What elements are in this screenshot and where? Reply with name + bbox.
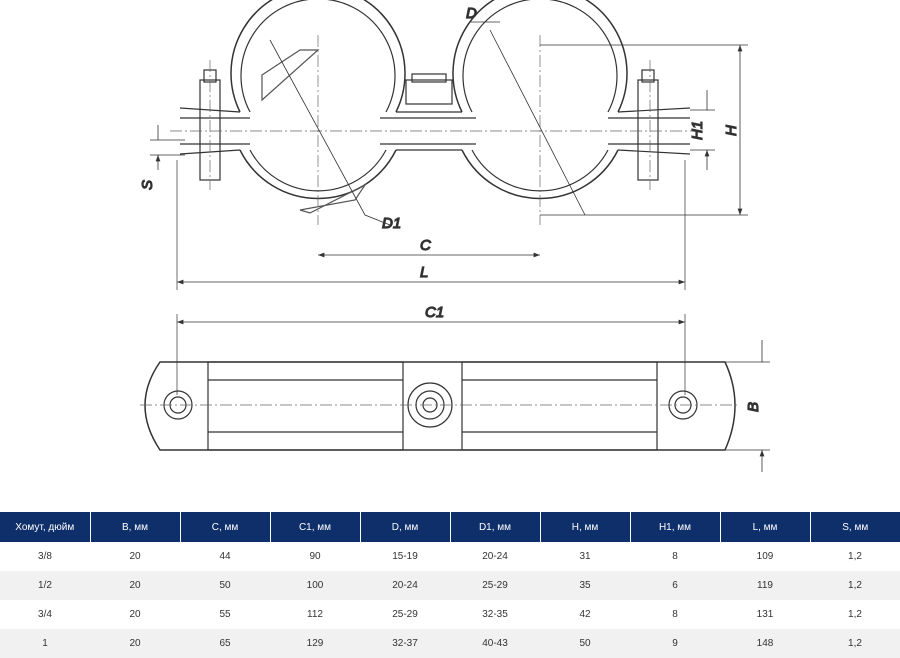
label-c: C: [420, 237, 431, 254]
pipe-clamp-drawing: D D1 C L C1 H H1 S B: [138, 0, 770, 472]
table-cell: 8: [672, 609, 678, 620]
table-cell: 90: [309, 551, 321, 562]
column-header: L, мм: [719, 512, 810, 542]
table-cell: 20: [90, 571, 180, 600]
table-cell: 1,2: [810, 629, 900, 658]
column-header: S, мм: [809, 512, 900, 542]
table-cell: 1,2: [848, 609, 862, 620]
table-cell: 20-24: [482, 551, 508, 562]
table-cell: 1: [0, 629, 90, 658]
label-s: S: [139, 180, 156, 190]
label-c1: C1: [425, 304, 444, 321]
label-b: B: [745, 402, 762, 412]
top-view: [140, 314, 770, 472]
column-header: H1, мм: [629, 512, 720, 542]
table-cell: 50: [180, 571, 270, 600]
table-cell: 20-24: [360, 571, 450, 600]
column-header: Хомут, дюйм: [0, 512, 90, 542]
table-cell: 109: [756, 551, 774, 562]
table-cell: 20: [129, 609, 141, 620]
label-d: D: [466, 5, 477, 22]
table-cell: 1,2: [810, 571, 900, 600]
label-l: L: [420, 264, 428, 281]
table-cell: 50: [540, 629, 630, 658]
table-cell: 1,2: [848, 551, 862, 562]
table-cell: 32-37: [360, 629, 450, 658]
table-cell: 112: [307, 609, 323, 620]
table-cell: 9: [630, 629, 720, 658]
table-cell: 65: [180, 629, 270, 658]
table-cell: 3/8: [38, 551, 52, 562]
label-h1: H1: [689, 121, 706, 140]
table-row: 3/8 20 44 90 15-19 20-24 31 8 109 1,2: [0, 542, 900, 571]
label-h: H: [723, 125, 740, 136]
table-cell: 148: [720, 629, 810, 658]
table-cell: 1/2: [0, 571, 90, 600]
table-cell: 32-35: [482, 609, 508, 620]
column-header: D1, мм: [449, 512, 540, 542]
front-view: [150, 0, 748, 290]
table-cell: 44: [219, 551, 231, 562]
column-header: C1, мм: [269, 512, 360, 542]
table-cell: 15-19: [392, 551, 418, 562]
table-cell: 119: [720, 571, 810, 600]
table-cell: 20: [129, 551, 141, 562]
table-cell: 42: [579, 609, 591, 620]
table-row: 3/4 20 55 112 25-29 32-35 42 8 131 1,2: [0, 600, 900, 629]
table-cell: 8: [672, 551, 678, 562]
table-cell: 25-29: [392, 609, 418, 620]
table-cell: 25-29: [450, 571, 540, 600]
table-cell: 55: [219, 609, 231, 620]
table-cell: 35: [540, 571, 630, 600]
table-cell: 100: [270, 571, 360, 600]
table-cell: 31: [579, 551, 591, 562]
table-cell: 6: [630, 571, 720, 600]
table-cell: 40-43: [450, 629, 540, 658]
column-header: D, мм: [359, 512, 450, 542]
table-cell: 20: [90, 629, 180, 658]
label-d1: D1: [382, 215, 401, 232]
column-header: H, мм: [539, 512, 630, 542]
column-header: B, мм: [89, 512, 180, 542]
table-cell: 129: [270, 629, 360, 658]
column-header: C, мм: [179, 512, 270, 542]
table-cell: 3/4: [38, 609, 52, 620]
table-cell: 131: [756, 609, 774, 620]
